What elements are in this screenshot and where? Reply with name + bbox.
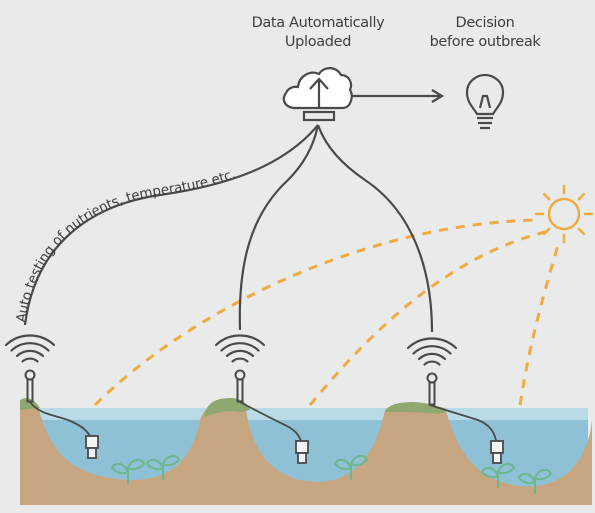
water-probe-icon	[85, 435, 504, 464]
decision-label-line1: Decision	[455, 15, 515, 31]
testing-label: Auto testing of nutrients, temperature e…	[13, 166, 237, 323]
sunlight-rays	[93, 218, 560, 407]
decision-label-line2: before outbreak	[429, 34, 541, 50]
lightbulb-icon	[465, 73, 505, 130]
upload-label-line2: Uploaded	[284, 34, 352, 50]
sun-icon	[534, 184, 594, 244]
probe-cables	[29, 401, 498, 446]
cloud-upload-icon	[282, 67, 353, 122]
data-lines	[23, 89, 445, 333]
wifi-signal-icon	[4, 334, 458, 406]
upload-label-line1: Data Automatically	[251, 15, 385, 31]
decision-label: Decision before outbreak	[420, 14, 550, 52]
upload-label: Data Automatically Uploaded	[230, 14, 406, 52]
water-surface	[20, 408, 588, 420]
